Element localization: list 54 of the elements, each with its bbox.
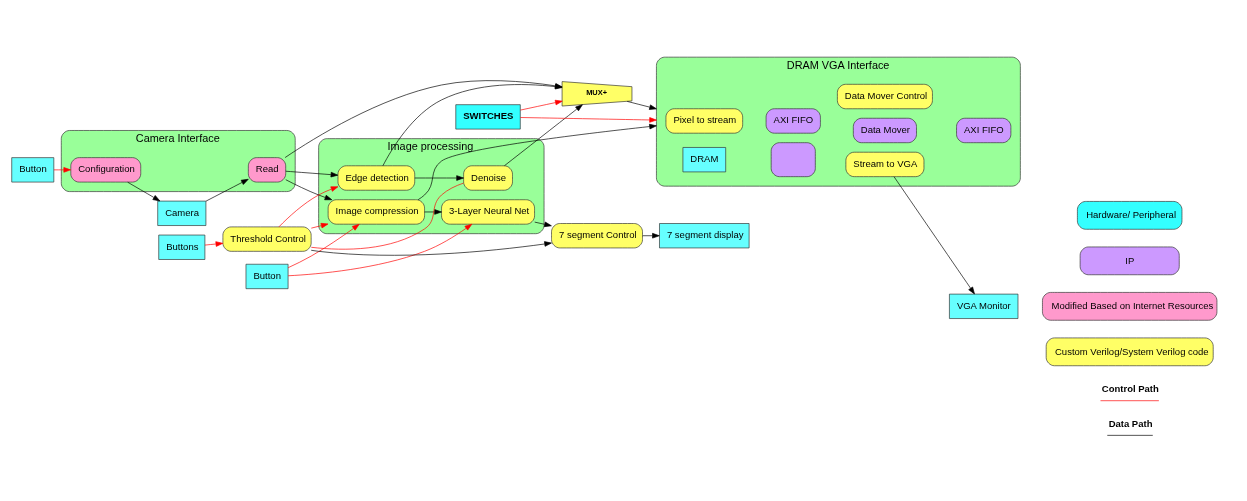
node-box: MUX+ [561, 80, 633, 106]
legend-label: IP [1125, 254, 1135, 266]
node-box: Image compression [327, 198, 425, 224]
node-box: 7 segment Control [551, 222, 643, 248]
legend-label: Hardware/ Peripheral [1086, 208, 1176, 220]
legend-label: Control Path [1101, 382, 1159, 394]
arrow [424, 208, 442, 215]
node-box: Buttons [158, 234, 206, 260]
node-box: Button [11, 156, 55, 182]
node-box: Button [245, 263, 289, 289]
node-box: AXI FIFO [765, 107, 821, 134]
node-box: Data Mover [853, 117, 917, 143]
arrow [310, 240, 552, 256]
node-box: Camera [157, 200, 207, 226]
node-box: Read [248, 156, 287, 182]
arrow [626, 100, 657, 110]
arrow [534, 221, 552, 227]
arrow [284, 79, 563, 158]
arrow [287, 223, 360, 268]
node-box: Data Mover Control [837, 83, 933, 109]
arrow [520, 116, 657, 123]
arrow [204, 240, 224, 247]
arrow [285, 170, 339, 177]
node-box: Denoise [463, 164, 513, 191]
arrow [417, 123, 657, 200]
node-box: Threshold Control [222, 226, 312, 252]
arrow [278, 185, 339, 227]
node-box: VGA Monitor [949, 293, 1019, 319]
arrow [205, 178, 249, 201]
legend-label: Modified Based on Internet Resources [1051, 299, 1214, 311]
node-box: DRAM [682, 146, 727, 172]
arrow [893, 175, 975, 294]
node-box: Pixel to stream [665, 107, 743, 134]
node-box: SWITCHES [455, 103, 521, 129]
node-box: Edge detection [337, 164, 416, 191]
arrow [127, 181, 161, 201]
arrow [53, 166, 71, 173]
node-box: AXI FIFO [956, 117, 1012, 143]
node-box: Configuration [70, 156, 142, 182]
node-box [770, 141, 816, 177]
arrow [310, 222, 329, 228]
legend-label: Custom Verilog/System Verilog code [1055, 345, 1209, 357]
arrow [285, 178, 333, 200]
legend-label: Data Path [1108, 417, 1153, 429]
connector [310, 182, 464, 249]
arrow [642, 232, 660, 238]
node-box: 3-Layer Neural Net [441, 198, 535, 224]
arrow [287, 223, 473, 276]
arrow [520, 99, 563, 110]
arrow [382, 83, 563, 166]
node-box: 7 segment display [659, 222, 750, 248]
arrow [504, 103, 583, 166]
arrow [414, 174, 464, 181]
node-box: Stream to VGA [845, 151, 925, 177]
